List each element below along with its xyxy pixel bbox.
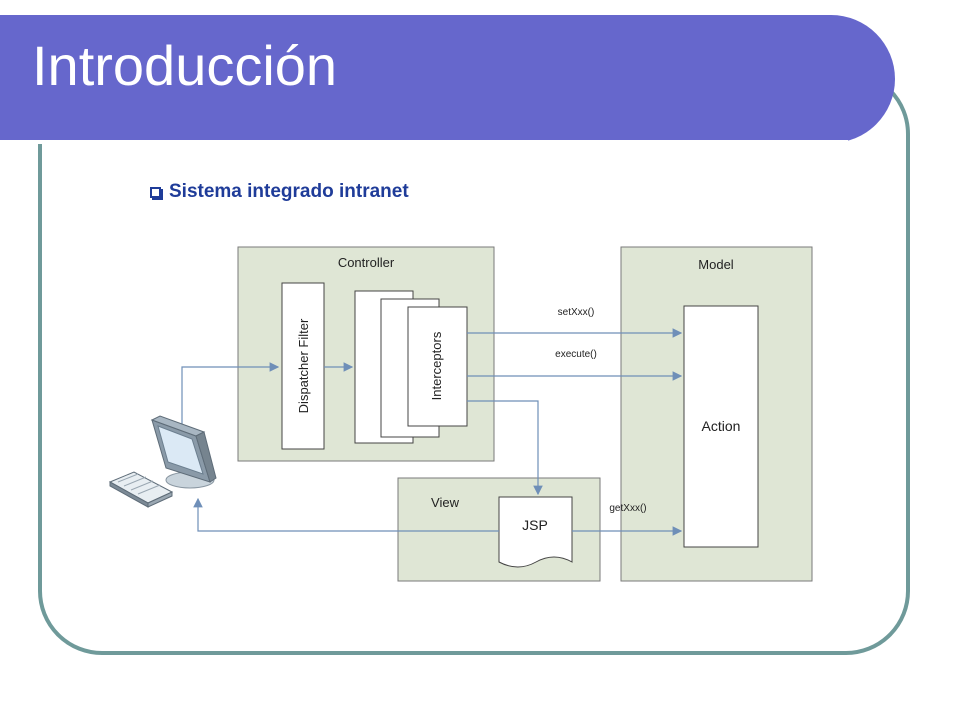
slide-title: Introducción <box>32 34 338 97</box>
jsp-label: JSP <box>522 517 548 533</box>
action-box: Action <box>683 305 759 548</box>
model-label: Model <box>698 257 734 272</box>
view-label: View <box>431 495 460 510</box>
bullet-item: Sistema integrado intranet <box>150 181 409 203</box>
title-underline <box>0 140 848 144</box>
execute-label: execute() <box>555 349 597 360</box>
interceptors-label: Interceptors <box>429 331 444 400</box>
setxxx-label: setXxx() <box>558 307 595 318</box>
bullet-text: Sistema integrado intranet <box>169 181 409 202</box>
title-bar <box>0 15 895 144</box>
arrow-client-to-dispatcher <box>181 362 280 428</box>
arrow-jsp-to-client <box>193 497 499 532</box>
dispatcher-filter-box: Dispatcher Filter <box>281 282 325 450</box>
getxxx-label: getXxx() <box>609 503 646 514</box>
controller-label: Controller <box>338 255 395 270</box>
arrow-interceptors-to-jsp <box>467 400 543 496</box>
checkbox-bullet-icon <box>150 186 161 198</box>
keyboard-icon <box>108 471 174 508</box>
dispatcher-filter-label: Dispatcher Filter <box>296 318 311 413</box>
action-label: Action <box>702 418 741 434</box>
computer-icon <box>150 415 217 489</box>
jsp-document: JSP <box>498 496 573 568</box>
interceptor-stack: Interceptors <box>354 290 468 444</box>
